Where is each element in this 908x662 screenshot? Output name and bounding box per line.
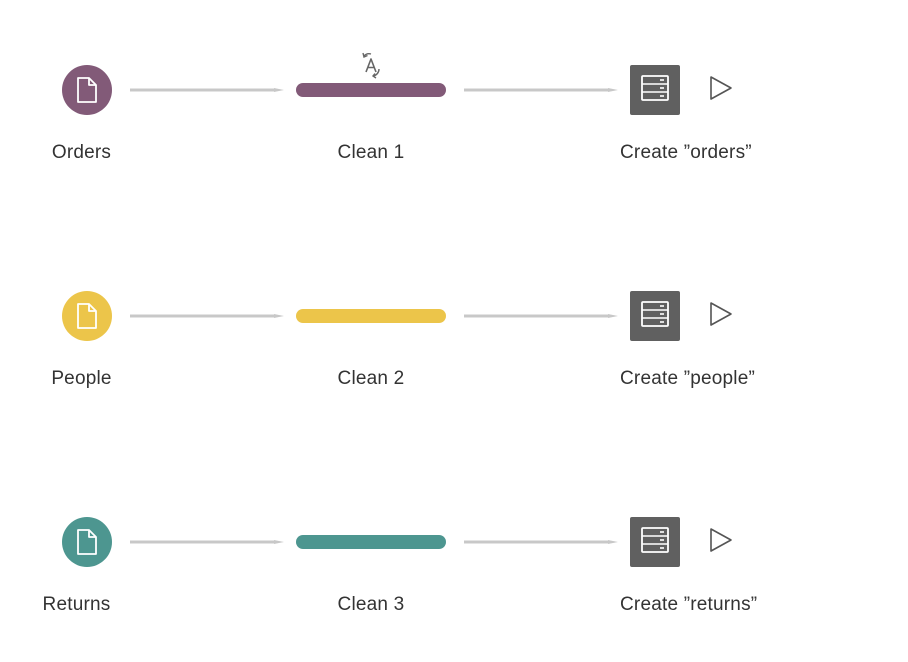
rename-field-icon[interactable] xyxy=(358,52,384,80)
flow-row-people: People Clean 2 Create ”people” xyxy=(0,291,908,411)
play-icon xyxy=(709,75,733,106)
clean-step-label-2: Clean 2 xyxy=(337,368,405,389)
connector-arrow xyxy=(130,314,284,318)
input-node-orders[interactable] xyxy=(62,65,112,115)
run-output-button-returns[interactable] xyxy=(706,527,736,557)
run-output-button-orders[interactable] xyxy=(706,75,736,105)
clean-step-bar-3[interactable] xyxy=(296,535,446,549)
input-node-returns[interactable] xyxy=(62,517,112,567)
database-output-icon xyxy=(641,300,669,332)
input-label-people: People xyxy=(51,368,112,389)
connector-arrow xyxy=(130,88,284,92)
file-icon xyxy=(76,529,98,555)
clean-step-bar-2[interactable] xyxy=(296,309,446,323)
output-label-orders: Create ”orders” xyxy=(620,142,752,163)
connector-arrow xyxy=(464,314,618,318)
run-output-button-people[interactable] xyxy=(706,301,736,331)
flow-row-orders: Orders Clean 1 xyxy=(0,52,908,185)
input-node-people[interactable] xyxy=(62,291,112,341)
play-icon xyxy=(709,301,733,332)
output-label-returns: Create ”returns” xyxy=(620,594,758,615)
play-icon xyxy=(709,527,733,558)
output-node-returns[interactable] xyxy=(630,517,680,567)
file-icon xyxy=(76,303,98,329)
clean-step-label-3: Clean 3 xyxy=(337,594,405,615)
output-label-people: Create ”people” xyxy=(620,368,756,389)
flow-row-returns: Returns Clean 3 Create ”returns” xyxy=(0,517,908,637)
output-node-orders[interactable] xyxy=(630,65,680,115)
connector-arrow xyxy=(464,88,618,92)
input-label-orders: Orders xyxy=(51,142,112,163)
input-label-returns: Returns xyxy=(42,594,111,615)
file-icon xyxy=(76,77,98,103)
connector-arrow xyxy=(464,540,618,544)
output-node-people[interactable] xyxy=(630,291,680,341)
clean-step-label-1: Clean 1 xyxy=(337,142,405,163)
database-output-icon xyxy=(641,74,669,106)
connector-arrow xyxy=(130,540,284,544)
clean-step-bar-1[interactable] xyxy=(296,83,446,97)
database-output-icon xyxy=(641,526,669,558)
